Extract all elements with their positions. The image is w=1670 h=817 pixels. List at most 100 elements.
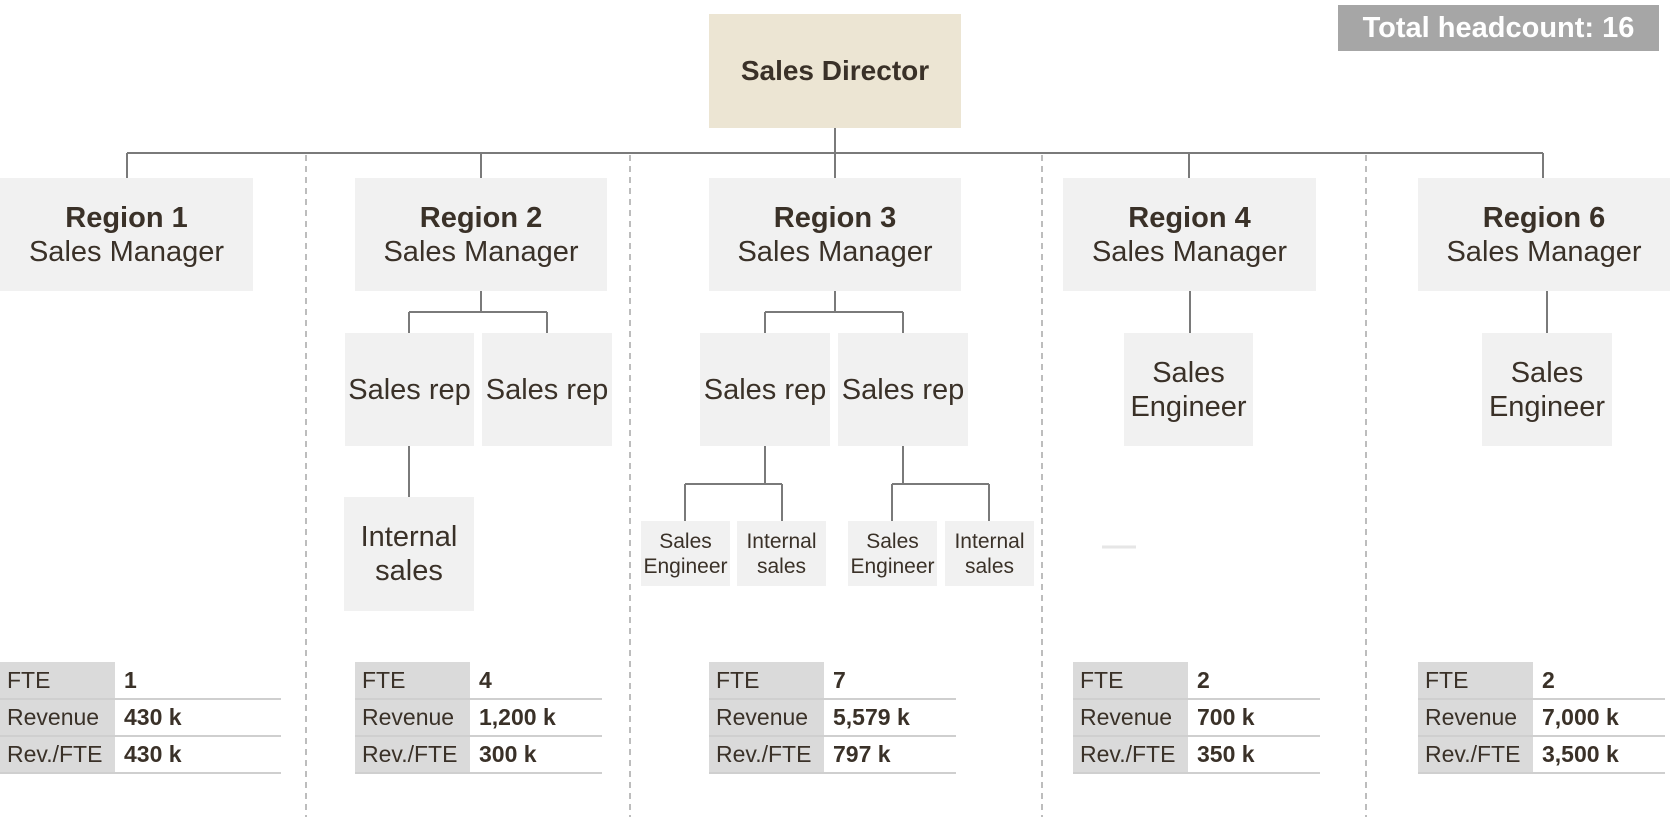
stat-label: Rev./FTE: [0, 736, 117, 774]
stat-label: Revenue: [355, 699, 472, 737]
stat-label: Revenue: [1418, 699, 1535, 737]
stat-label: Rev./FTE: [355, 736, 472, 774]
stat-value: 7: [825, 662, 956, 700]
stat-value: 2: [1189, 662, 1320, 700]
region-drops: [126, 153, 1544, 178]
region-6-manager-box: Region 6 Sales Manager: [1418, 178, 1670, 291]
r2-rep-connector: [408, 291, 548, 333]
region-title: Sales Manager: [1446, 235, 1642, 268]
stat-value: 7,000 k: [1534, 699, 1665, 737]
stat-label: Rev./FTE: [709, 736, 826, 774]
stat-value: 5,579 k: [825, 699, 956, 737]
stat-label: Revenue: [0, 699, 117, 737]
role-label: Internal: [746, 529, 817, 553]
role-label: sales: [756, 554, 807, 578]
r6-sales-engineer-box: Sales Engineer: [1482, 333, 1612, 446]
stat-value: 797 k: [825, 736, 956, 774]
role-label: Internal: [360, 521, 458, 553]
role-label: Engineer: [850, 554, 935, 578]
region-name: Region 1: [65, 201, 188, 234]
stat-label: FTE: [355, 662, 472, 700]
stat-value: 2: [1534, 662, 1665, 700]
role-label: Sales: [1510, 356, 1584, 389]
stat-label: FTE: [0, 662, 117, 700]
stat-value: 1,200 k: [471, 699, 602, 737]
region-3-manager-box: Region 3 Sales Manager: [709, 178, 961, 291]
role-label: Engineer: [1488, 390, 1606, 423]
stat-value: 4: [471, 662, 602, 700]
r2-sales-rep-box: Sales rep: [345, 333, 474, 446]
r3-internal-sales-box: Internal sales: [945, 521, 1034, 586]
role-label: Sales: [866, 529, 919, 553]
region-name: Region 4: [1128, 201, 1251, 234]
r3-sales-rep-box: Sales rep: [700, 333, 830, 446]
r3-b-connector: [891, 446, 990, 521]
sales-director-box: Sales Director: [709, 14, 961, 128]
region-name: Region 2: [419, 201, 543, 234]
role-label: sales: [964, 554, 1015, 578]
region-title: Sales Manager: [737, 235, 933, 268]
stat-label: Revenue: [709, 699, 826, 737]
role-label: Sales: [1152, 356, 1225, 389]
stat-label: Rev./FTE: [1418, 736, 1535, 774]
role-label: Sales rep: [703, 373, 827, 406]
stat-label: Rev./FTE: [1073, 736, 1190, 774]
stat-value: 1: [116, 662, 281, 700]
region-name: Region 3: [773, 201, 897, 234]
stat-value: 300 k: [471, 736, 602, 774]
stat-label: FTE: [709, 662, 826, 700]
stat-value: 350 k: [1189, 736, 1320, 774]
r3-sales-engineer-box: Sales Engineer: [848, 521, 937, 586]
r3-a-connector: [684, 446, 783, 521]
total-headcount-badge: Total headcount: 16: [1338, 5, 1659, 51]
r2-sales-rep-box: Sales rep: [482, 333, 612, 446]
role-label: Sales rep: [485, 373, 609, 406]
stat-value: 430 k: [116, 699, 281, 737]
region-title: Sales Manager: [28, 235, 225, 268]
r4-sales-engineer-box: Sales Engineer: [1124, 333, 1253, 446]
stat-label: FTE: [1073, 662, 1190, 700]
r3-sales-engineer-box: Sales Engineer: [641, 521, 730, 586]
role-label: Sales rep: [841, 373, 965, 406]
region-title: Sales Manager: [1091, 235, 1288, 268]
role-label: Sales: [659, 529, 712, 553]
role-label: Engineer: [643, 554, 728, 578]
stat-label: FTE: [1418, 662, 1535, 700]
region-1-manager-box: Region 1 Sales Manager: [0, 178, 253, 291]
stat-value: 700 k: [1189, 699, 1320, 737]
role-label: sales: [375, 555, 443, 587]
stat-label: Revenue: [1073, 699, 1190, 737]
role-label: Sales rep: [348, 373, 471, 406]
stat-value: 430 k: [116, 736, 281, 774]
role-label: Internal: [954, 529, 1025, 553]
r3-sales-rep-box: Sales rep: [838, 333, 968, 446]
region-4-manager-box: Region 4 Sales Manager: [1063, 178, 1316, 291]
total-headcount-text: Total headcount: 16: [1362, 11, 1635, 44]
r3-rep-connector: [764, 291, 904, 333]
r2-internal-sales-box: Internal sales: [344, 497, 474, 611]
stat-value: 3,500 k: [1534, 736, 1665, 774]
role-label: Engineer: [1130, 390, 1247, 423]
region-name: Region 6: [1482, 201, 1606, 234]
region-title: Sales Manager: [383, 235, 579, 268]
